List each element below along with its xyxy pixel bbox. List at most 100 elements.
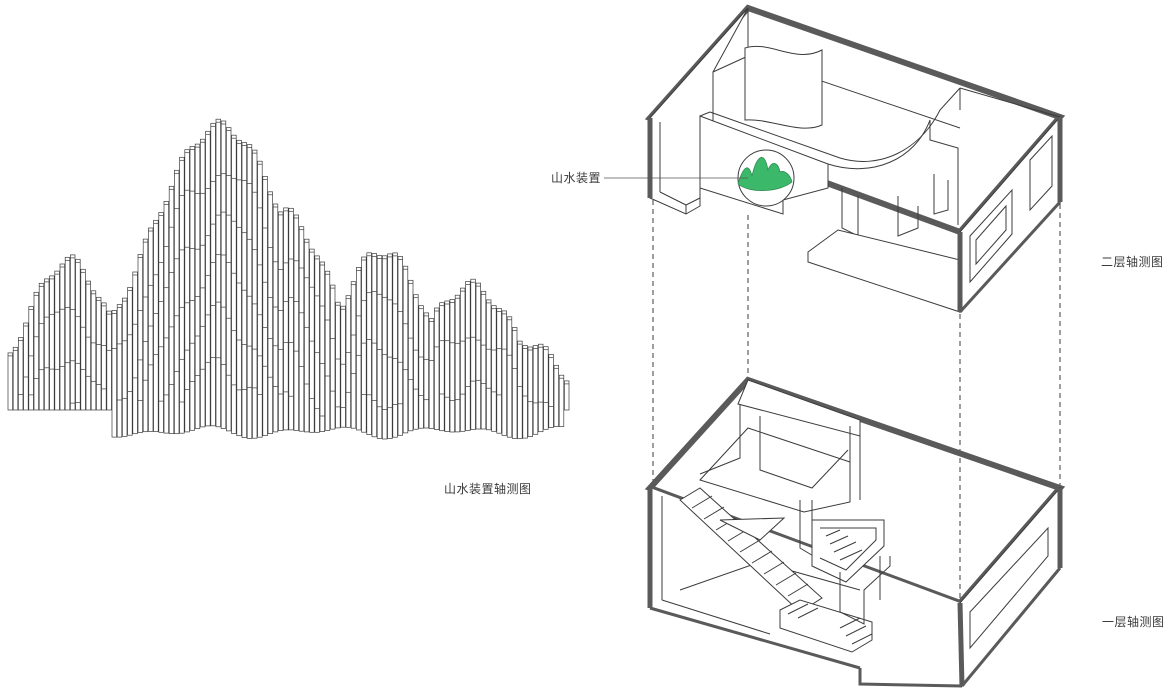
installation-bar — [75, 258, 81, 411]
installation-bar — [7, 352, 13, 411]
installation-bar — [220, 120, 227, 429]
installation-bar — [527, 346, 533, 437]
installation-bar — [90, 290, 97, 411]
installation-bar — [319, 261, 325, 432]
second-floor-right-wall — [959, 115, 1061, 314]
installation-bar — [449, 299, 455, 433]
installation-bar — [356, 267, 362, 431]
installation-bar — [314, 255, 320, 433]
installation-bar — [501, 310, 507, 436]
installation-bar — [38, 282, 45, 411]
installation-bar — [480, 290, 487, 430]
installation-bar — [564, 380, 570, 411]
installation-bar — [23, 322, 29, 411]
installation-bar — [49, 275, 55, 411]
installation-bar — [506, 316, 513, 438]
first-floor-axonometric — [644, 376, 1066, 688]
first-floor-caption: 一层轴测图 — [1102, 615, 1165, 629]
installation-bar — [12, 346, 19, 411]
installation-bar — [252, 149, 258, 439]
installation-bar — [558, 374, 565, 427]
installation-bar — [366, 252, 372, 435]
installation-bar — [137, 254, 143, 433]
installation-bar — [142, 238, 149, 433]
installation-bar — [402, 265, 409, 434]
installation-bar — [293, 214, 299, 431]
stair-treads — [787, 603, 873, 645]
installation-bar — [460, 287, 466, 432]
installation-bar — [361, 256, 367, 433]
installation-bar — [387, 253, 393, 439]
installation-bar — [106, 310, 112, 411]
installation-bar — [210, 122, 216, 427]
installation-bar — [54, 270, 60, 411]
installation-bar — [324, 270, 331, 431]
installation-bar — [288, 207, 294, 431]
installation-bar — [226, 127, 232, 432]
installation-bar — [189, 146, 195, 431]
installation-bar — [439, 302, 445, 432]
stair-treads — [825, 529, 863, 561]
installation-bar — [428, 318, 435, 429]
installation-bar — [96, 296, 102, 411]
installation-bar — [345, 295, 351, 428]
installation-bar — [179, 156, 185, 434]
installation-bar — [548, 354, 554, 428]
installation-bar — [111, 310, 117, 438]
installation-bar — [28, 306, 34, 411]
installation-bar — [168, 185, 175, 434]
installation-bar — [496, 308, 502, 434]
installation-bar — [298, 226, 305, 432]
installation-bar — [517, 340, 523, 440]
installation-bar — [33, 291, 39, 411]
installation-bar — [194, 143, 201, 429]
installation-bar — [423, 312, 429, 429]
installation-bar — [371, 253, 377, 438]
installation-bar — [454, 294, 461, 433]
installation-bar — [413, 294, 419, 430]
projection-lines — [652, 200, 1061, 600]
installation-bar — [257, 160, 263, 438]
installation-bar — [148, 227, 154, 432]
installation-bar — [491, 305, 497, 432]
installation-bar — [246, 144, 253, 439]
installation-bar — [538, 343, 544, 433]
installation-callout-label: 山水装置 — [551, 171, 602, 185]
installation-bar — [70, 254, 76, 411]
installation-bar — [18, 337, 24, 411]
installation-bar — [44, 278, 50, 411]
installation-bar — [444, 300, 450, 432]
installation-bar — [397, 256, 403, 436]
installation-bar — [304, 238, 310, 433]
installation-bar — [330, 284, 336, 430]
installation-bar — [231, 134, 237, 434]
installation-bar — [158, 212, 164, 433]
installation-bar — [64, 256, 71, 411]
mountain-installation-axonometric — [7, 118, 570, 440]
installation-bar — [309, 248, 315, 433]
second-floor-window — [969, 188, 1013, 284]
installation-bar — [132, 271, 138, 435]
installation-bar — [553, 364, 559, 427]
installation-bar — [512, 327, 518, 439]
installation-bar — [278, 211, 284, 431]
installation-bar — [200, 138, 206, 428]
installation-bar — [392, 252, 398, 438]
installation-bar — [543, 346, 549, 430]
second-floor-axonometric — [604, 4, 1066, 314]
first-floor-window — [969, 526, 1049, 650]
installation-bar — [418, 305, 424, 429]
installation-bar — [532, 345, 539, 435]
installation-bar — [382, 255, 388, 440]
installation-bar — [272, 203, 279, 433]
installation-bar — [80, 268, 86, 411]
installation-bar — [283, 207, 289, 431]
installation-bar — [101, 302, 107, 411]
installation-bar — [205, 130, 211, 427]
installation-bar — [335, 301, 341, 429]
installation-bar — [153, 219, 159, 432]
installation-bar — [127, 287, 133, 436]
installation-bar — [470, 278, 476, 430]
installation-bar — [486, 299, 492, 431]
